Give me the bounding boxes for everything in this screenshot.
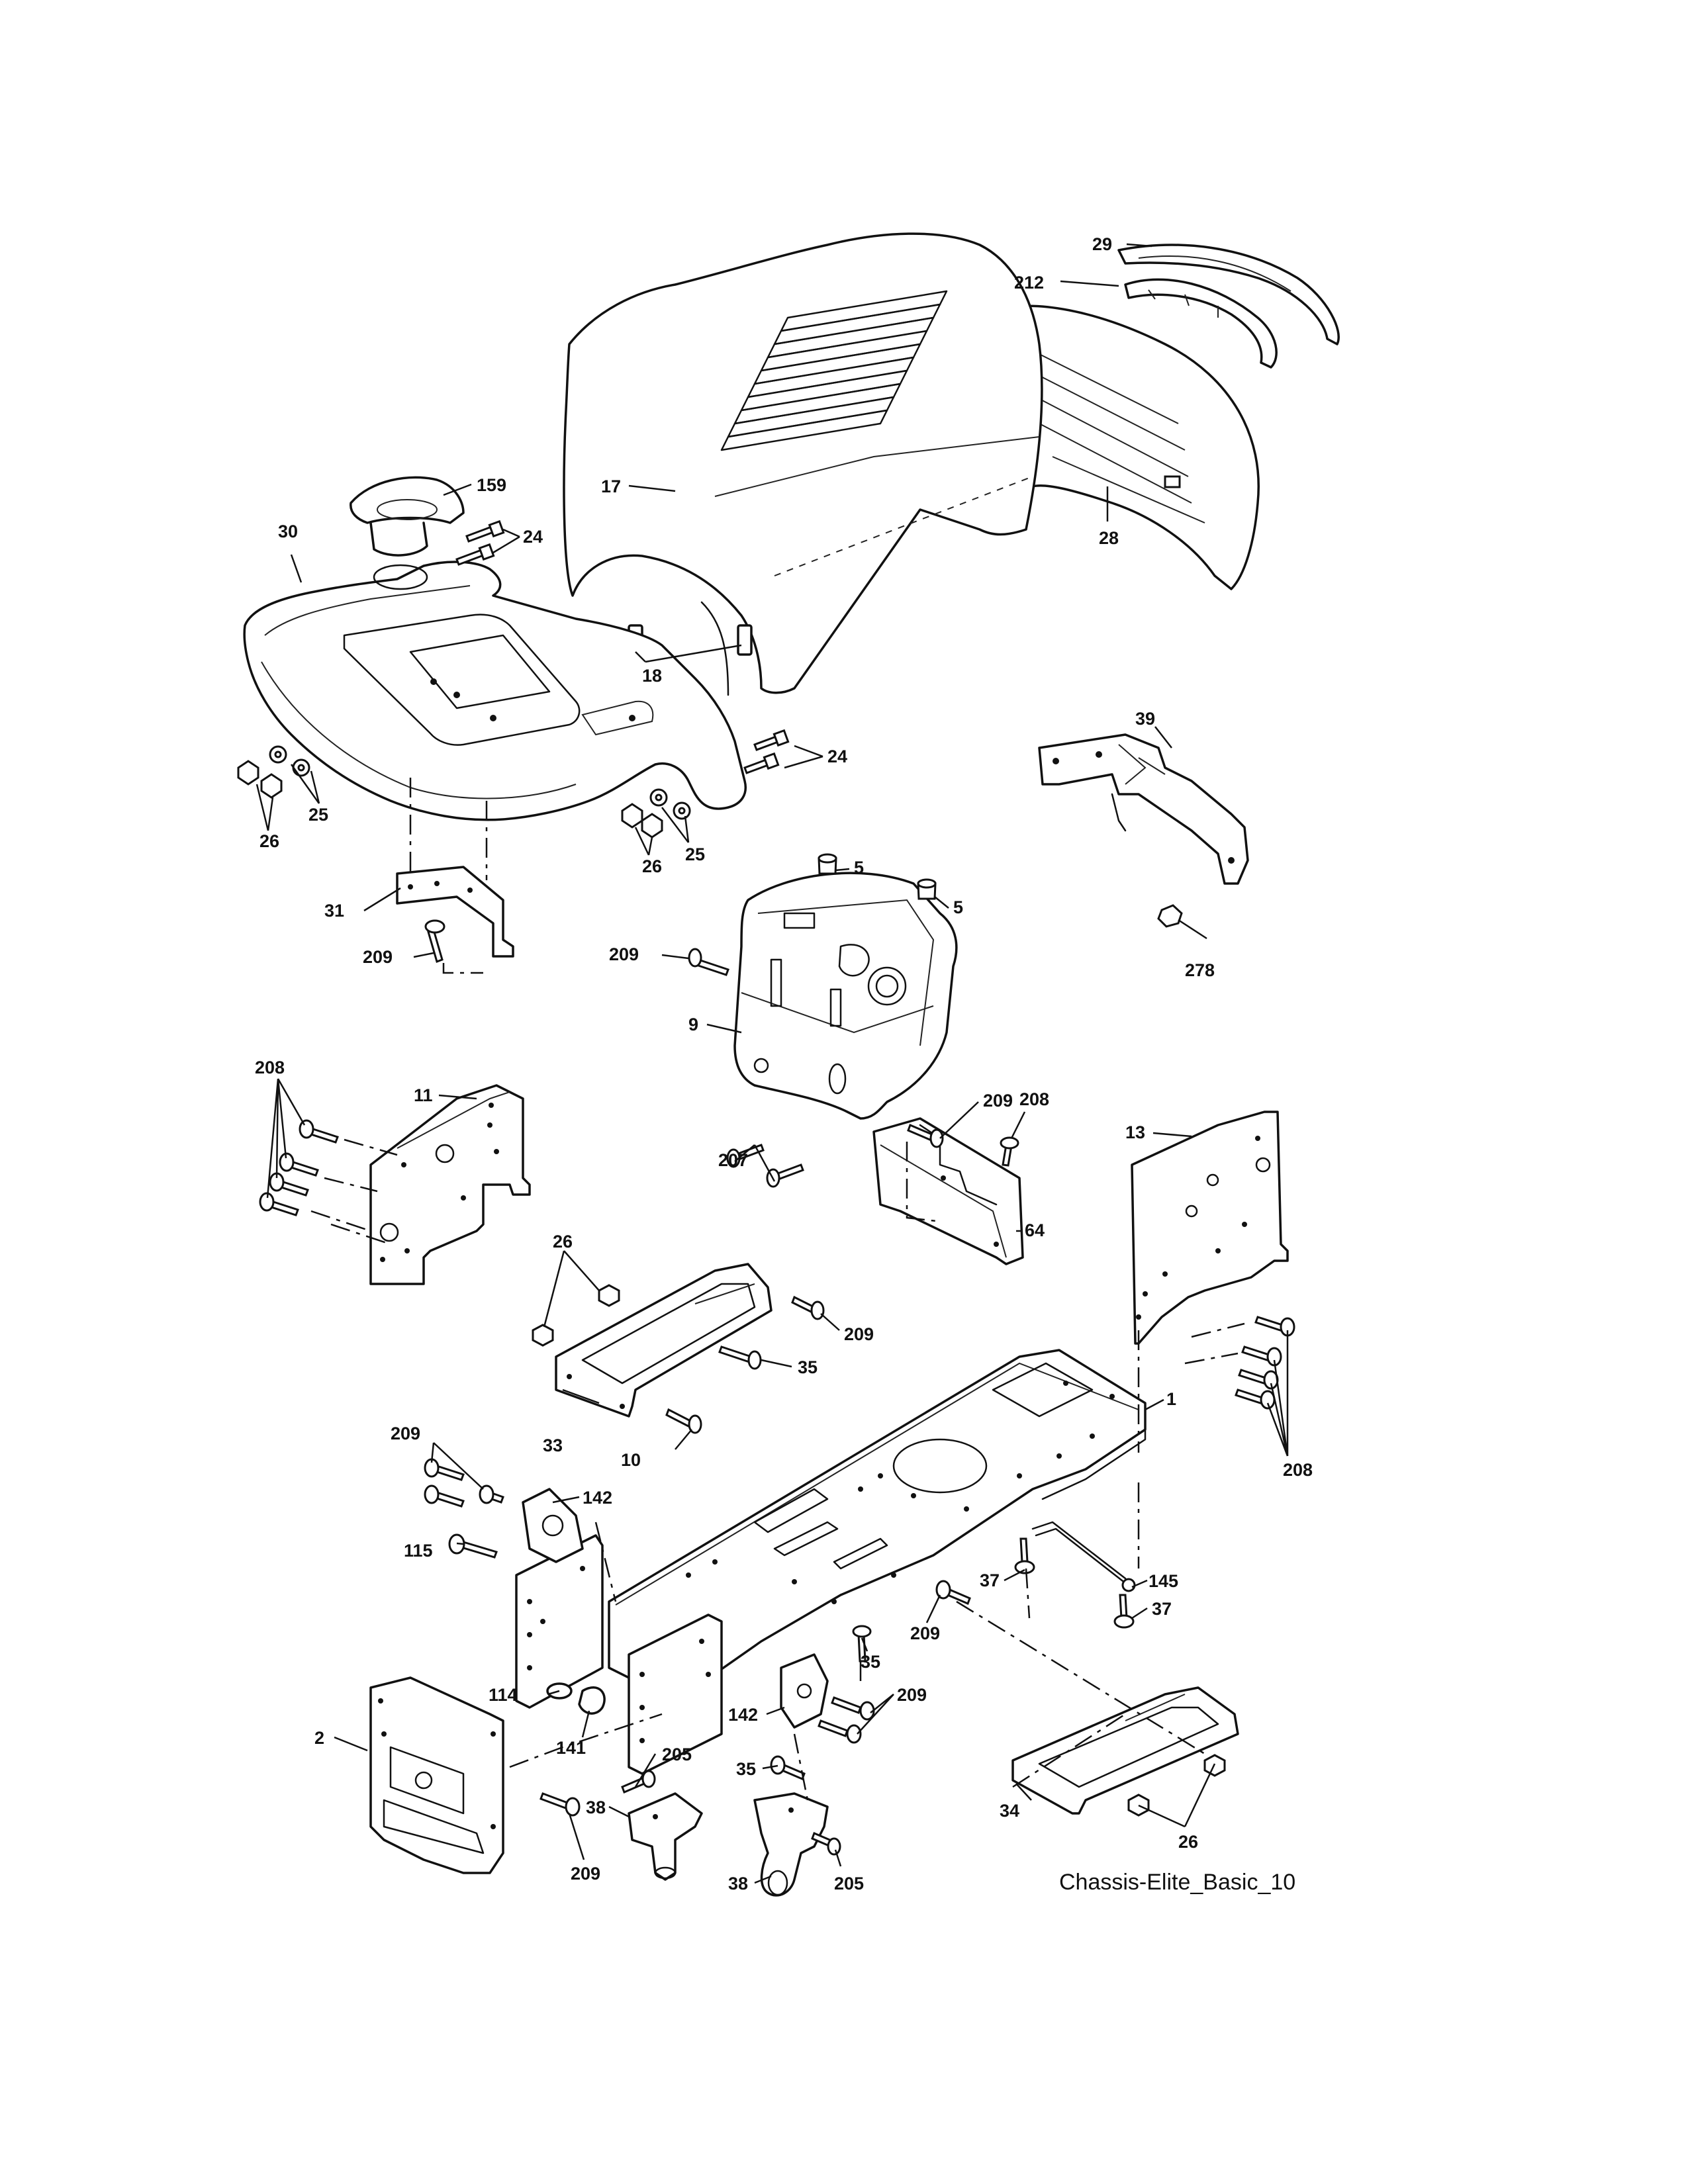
part-11-left-side-plate xyxy=(369,1084,531,1285)
callout-26-center: 26 xyxy=(553,1232,573,1251)
callout-141: 141 xyxy=(556,1738,586,1758)
hood-vent-slots xyxy=(720,290,948,451)
callout-35-c: 35 xyxy=(736,1759,756,1779)
callout-2: 2 xyxy=(314,1728,324,1748)
callout-209-c: 209 xyxy=(983,1091,1013,1111)
diagram-caption: Chassis-Elite_Basic_10 xyxy=(1059,1870,1295,1895)
part-29-trim-strip xyxy=(1117,244,1340,345)
part-159-cap xyxy=(350,476,465,557)
callout-24-lower: 24 xyxy=(827,747,847,766)
callout-38-left: 38 xyxy=(586,1797,606,1817)
callout-30: 30 xyxy=(278,522,298,541)
part-145-rod xyxy=(1031,1521,1127,1584)
callout-115: 115 xyxy=(404,1541,433,1561)
callout-142-lower: 142 xyxy=(728,1705,758,1725)
left-mount-plate xyxy=(515,1534,604,1709)
callout-13: 13 xyxy=(1125,1122,1145,1142)
callout-28: 28 xyxy=(1099,528,1119,548)
callout-114: 114 xyxy=(489,1685,518,1705)
callout-39: 39 xyxy=(1135,709,1155,729)
callout-labels: 29 212 159 17 30 24 28 18 39 24 25 26 25… xyxy=(255,234,1313,1893)
callout-leaders xyxy=(256,243,1289,1884)
part-38-bracket-right xyxy=(753,1792,829,1897)
callout-1: 1 xyxy=(1166,1389,1176,1409)
callout-37-lower: 37 xyxy=(1152,1599,1172,1619)
callout-31: 31 xyxy=(324,901,344,921)
center-mount-plate xyxy=(628,1614,723,1775)
callout-26-left: 26 xyxy=(259,831,279,851)
part-1-frame xyxy=(608,1349,1147,1696)
callout-10: 10 xyxy=(621,1450,641,1470)
callout-278: 278 xyxy=(1185,960,1215,980)
part-142-bracket-lower xyxy=(780,1653,829,1729)
callout-25-right: 25 xyxy=(685,844,705,864)
part-2-front-plate xyxy=(369,1676,504,1874)
part-212-trim-bracket xyxy=(1124,278,1278,369)
callout-209-h: 209 xyxy=(571,1864,600,1884)
callout-33: 33 xyxy=(543,1435,563,1455)
callout-209-d: 209 xyxy=(844,1324,874,1344)
part-141-114-hardware xyxy=(546,1682,606,1715)
part-38-bracket-left xyxy=(628,1792,703,1881)
callout-37-upper: 37 xyxy=(980,1570,1000,1590)
part-34-footrest xyxy=(1011,1686,1239,1815)
callout-207: 207 xyxy=(718,1150,748,1170)
callout-209-e: 209 xyxy=(391,1424,420,1443)
callout-9: 9 xyxy=(688,1015,698,1034)
callout-145: 145 xyxy=(1149,1571,1178,1591)
callout-25-left: 25 xyxy=(308,805,328,825)
callout-205-right: 205 xyxy=(834,1874,864,1893)
part-17-hood xyxy=(563,232,1043,696)
callout-209-b: 209 xyxy=(609,944,639,964)
callout-205-left: 205 xyxy=(662,1745,692,1764)
callout-26-lower: 26 xyxy=(1178,1832,1198,1852)
part-13-right-side-plate xyxy=(1131,1111,1289,1345)
part-142-bracket-upper xyxy=(522,1488,584,1563)
callout-34: 34 xyxy=(1000,1801,1019,1821)
part-9-dash-panel xyxy=(733,872,958,1120)
callout-38-right: 38 xyxy=(728,1874,748,1893)
callout-24-upper: 24 xyxy=(523,527,543,547)
body-dash-recess xyxy=(343,614,581,746)
part-64-bracket xyxy=(872,1117,1024,1265)
callout-11: 11 xyxy=(414,1085,433,1105)
callout-209-a: 209 xyxy=(363,947,393,967)
callout-208-left: 208 xyxy=(255,1058,285,1077)
part-30-body xyxy=(243,561,747,821)
callout-64: 64 xyxy=(1025,1220,1045,1240)
callout-209-g: 209 xyxy=(897,1685,927,1705)
callout-159: 159 xyxy=(477,475,506,495)
callout-35-b: 35 xyxy=(861,1652,880,1672)
callout-208-center: 208 xyxy=(1019,1089,1049,1109)
callout-35-a: 35 xyxy=(798,1357,818,1377)
callout-208-right: 208 xyxy=(1283,1460,1313,1480)
phantom-lines xyxy=(310,778,1245,1801)
callout-17: 17 xyxy=(601,477,621,496)
part-31-bracket xyxy=(396,866,514,958)
part-5-caps xyxy=(818,853,937,900)
callout-29: 29 xyxy=(1092,234,1112,254)
part-33-footrest xyxy=(555,1263,773,1418)
callout-142-upper: 142 xyxy=(583,1488,612,1508)
callout-212: 212 xyxy=(1014,273,1044,293)
callout-5-right: 5 xyxy=(953,897,963,917)
part-39-bracket xyxy=(1038,733,1249,885)
callout-209-f: 209 xyxy=(910,1623,940,1643)
callout-26-right: 26 xyxy=(642,856,662,876)
callout-5-left: 5 xyxy=(854,858,864,878)
callout-18: 18 xyxy=(642,666,662,686)
